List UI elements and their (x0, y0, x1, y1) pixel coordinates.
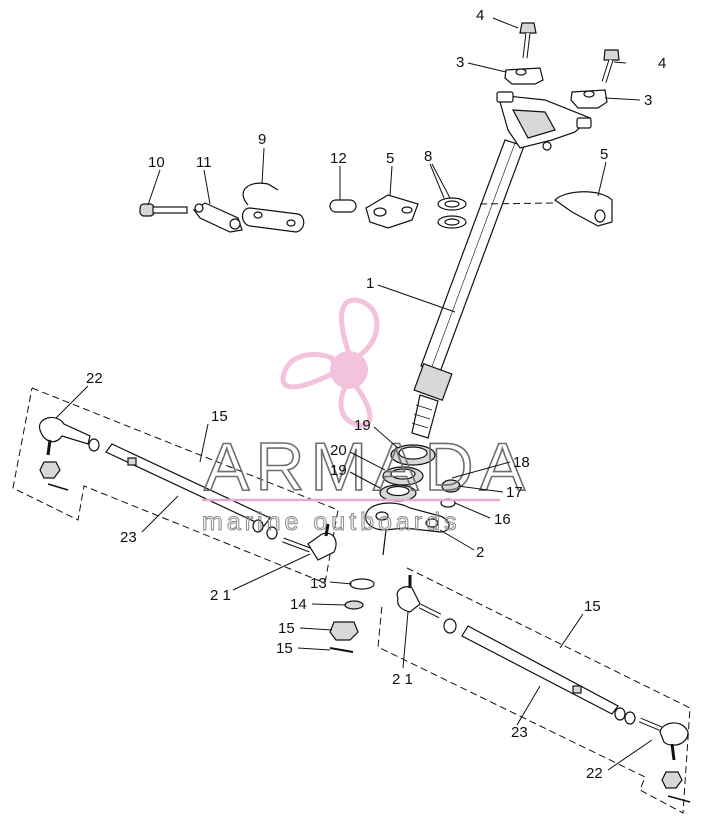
callout-18: 18 (513, 454, 530, 471)
callout-4-top-right: 4 (658, 55, 666, 72)
callout-22-left: 22 (86, 370, 103, 387)
callout-labels: 4 4 3 3 10 11 9 12 5 8 5 1 19 20 19 18 1… (86, 7, 666, 782)
callout-8: 10 (148, 154, 165, 171)
callout-17: 17 (506, 484, 523, 501)
callout-4-top-left: 4 (476, 7, 484, 24)
watermark-propeller-logo (280, 297, 380, 428)
pitman-arm (364, 502, 450, 556)
leader-lines (55, 17, 653, 771)
callout-6: 8 (424, 148, 432, 165)
watermark-brand: ARMADA (204, 429, 531, 505)
callout-15-right: 15 (584, 598, 601, 615)
bearing-stack (379, 444, 436, 502)
pin (329, 199, 357, 213)
callout-10: 12 (330, 150, 347, 167)
bolt-8 (139, 203, 188, 217)
tie-rod-right (377, 567, 691, 814)
clamp-cap-right (570, 89, 608, 109)
tie-rod-left (12, 387, 339, 584)
callout-12: 14 (290, 596, 307, 613)
washers (437, 197, 467, 229)
callout-9: 11 (196, 154, 212, 171)
link-bracket (365, 194, 419, 229)
callout-1: 1 (366, 275, 374, 292)
steering-column (411, 91, 592, 439)
callout-21-right: 2 1 (392, 671, 413, 688)
callout-2: 2 (476, 544, 484, 561)
callout-23-left: 23 (120, 529, 137, 546)
callout-23-right: 23 (511, 724, 528, 741)
clamp-cap-left (504, 67, 544, 85)
watermark-tagline: marine outboards (202, 508, 461, 536)
callout-22-right: 22 (586, 765, 603, 782)
link-arm (193, 202, 243, 233)
watermark: ARMADA marine outboards (202, 428, 531, 536)
callout-15-left: 15 (211, 408, 228, 425)
callout-20: 20 (330, 442, 347, 459)
callout-5-right: 5 (600, 146, 608, 163)
callout-11: 13 (310, 575, 327, 592)
callout-7: 9 (258, 131, 266, 148)
bolt-left (519, 22, 537, 59)
callout-16: 16 (494, 511, 511, 528)
callout-5-left: 5 (386, 150, 394, 167)
callout-3-top-right: 3 (644, 92, 652, 109)
callout-19-top: 19 (354, 417, 371, 434)
bolt-right (601, 49, 620, 83)
callout-14: 15 (276, 640, 293, 657)
callout-3-top-left: 3 (456, 54, 464, 71)
callout-13: 15 (278, 620, 295, 637)
lower-fasteners (329, 578, 375, 653)
callout-19-bottom: 19 (330, 462, 347, 479)
column-clamp-right (554, 191, 613, 227)
callout-21-left: 2 1 (210, 587, 231, 604)
drag-link (241, 182, 305, 233)
